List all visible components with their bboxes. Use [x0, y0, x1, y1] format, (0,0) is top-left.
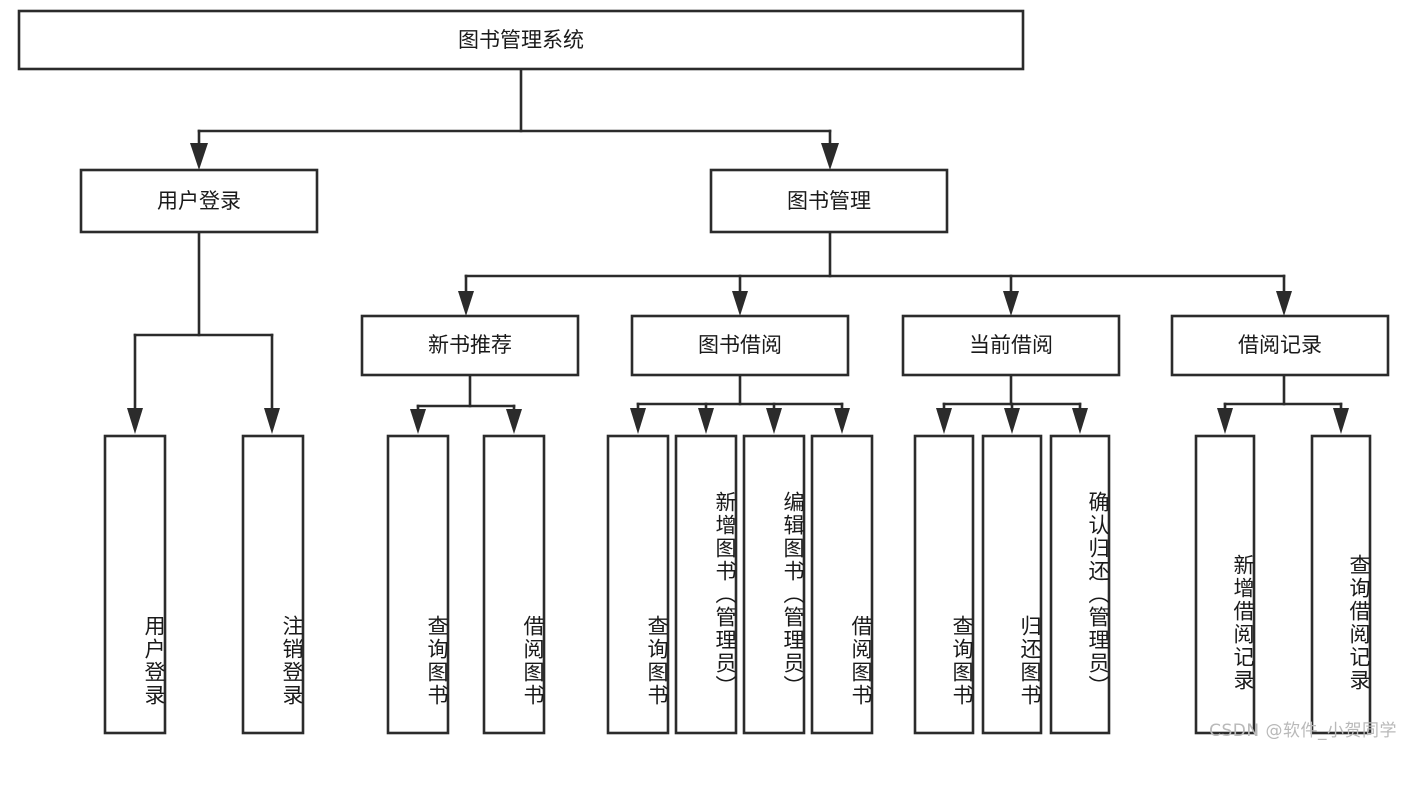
node-label-current-borrow: 当前借阅 — [969, 333, 1053, 357]
arrow-head-book-borrow — [732, 291, 748, 316]
node-box-leaf-borrow-query-book[interactable] — [606, 434, 670, 735]
node-box-leaf-record-query[interactable] — [1310, 434, 1372, 735]
node-box-leaf-borrow-borrow-book[interactable] — [810, 434, 874, 735]
node-box-leaf-borrow-add-book[interactable] — [674, 434, 738, 735]
node-box-leaf-current-confirm-return[interactable] — [1049, 434, 1111, 735]
node-label-book-manage: 图书管理 — [787, 189, 871, 213]
arrow-head-current-confirm-return — [1072, 408, 1088, 434]
arrow-head-current-return-book — [1004, 408, 1020, 434]
node-box-leaf-recommend-borrow-book[interactable] — [482, 434, 546, 735]
csdn-watermark: CSDN @软件_小贺同学 — [1209, 721, 1397, 741]
arrow-head-leaf-user-logout — [264, 408, 280, 434]
node-box-new-book-recommend[interactable] — [360, 314, 580, 377]
flowchart-canvas: 图书管理系统 用户登录 图书管理 新书推荐 图书借阅 当前借阅 借阅记录 — [17, 9, 1397, 741]
node-box-leaf-current-return-book[interactable] — [981, 434, 1043, 735]
node-box-leaf-borrow-edit-book[interactable] — [742, 434, 806, 735]
arrow-head-borrow-borrow-book — [834, 408, 850, 434]
arrow-head-borrow-add-book — [698, 408, 714, 434]
arrow-head-book-manage — [821, 143, 839, 170]
node-label-borrow-record: 借阅记录 — [1238, 333, 1322, 357]
nodes-layer: 图书管理系统 用户登录 图书管理 新书推荐 图书借阅 当前借阅 借阅记录 — [17, 9, 1390, 735]
node-box-leaf-user-logout[interactable] — [241, 434, 305, 735]
arrow-head-user-login — [190, 143, 208, 170]
node-box-leaf-user-login[interactable] — [103, 434, 167, 735]
node-label-book-borrow: 图书借阅 — [698, 333, 782, 357]
connectors-layer — [127, 67, 1349, 434]
arrow-head-record-add — [1217, 408, 1233, 434]
node-box-borrow-record[interactable] — [1170, 314, 1390, 377]
arrow-head-recommend-borrow-book — [506, 409, 522, 434]
node-label-user-login: 用户登录 — [157, 189, 241, 213]
node-box-book-manage[interactable] — [709, 168, 949, 234]
node-box-root[interactable] — [17, 9, 1025, 71]
node-box-leaf-current-query-book[interactable] — [913, 434, 975, 735]
flowchart-svg: 图书管理系统 用户登录 图书管理 新书推荐 图书借阅 当前借阅 借阅记录 — [17, 9, 1390, 735]
arrow-head-current-borrow — [1003, 291, 1019, 316]
arrow-head-leaf-user-login — [127, 408, 143, 434]
arrow-head-current-query-book — [936, 408, 952, 434]
arrow-head-borrow-edit-book — [766, 408, 782, 434]
node-label-root: 图书管理系统 — [458, 28, 584, 52]
arrow-head-recommend-query-book — [410, 409, 426, 434]
node-box-leaf-recommend-query-book[interactable] — [386, 434, 450, 735]
arrow-head-borrow-record — [1276, 291, 1292, 316]
node-box-leaf-record-add[interactable] — [1194, 434, 1256, 735]
arrow-head-borrow-query-book — [630, 408, 646, 434]
node-label-new-book-recommend: 新书推荐 — [428, 333, 512, 357]
node-box-book-borrow[interactable] — [630, 314, 850, 377]
node-box-current-borrow[interactable] — [901, 314, 1121, 377]
arrow-head-record-query — [1333, 408, 1349, 434]
node-box-user-login[interactable] — [79, 168, 319, 234]
arrow-head-new-book-recommend — [458, 291, 474, 316]
